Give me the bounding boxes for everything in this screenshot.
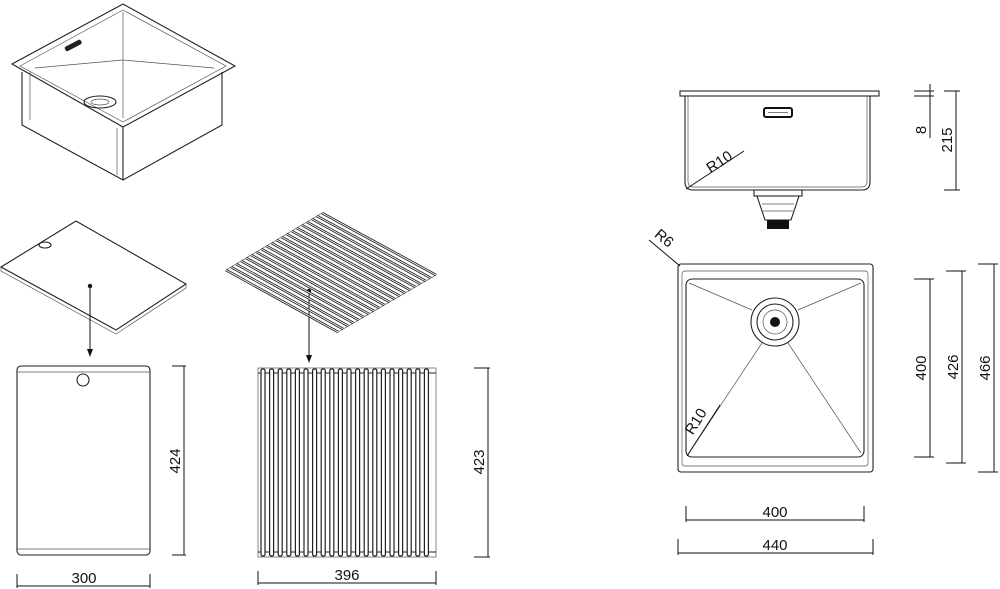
roll-mat-front: 423 396 — [257, 367, 490, 585]
mat-bar — [303, 368, 309, 557]
mat-bar — [337, 368, 343, 557]
dim-rim-thickness: 8 — [913, 126, 930, 134]
dim-bowl-width: 400 — [762, 504, 787, 521]
dim-inner-length: 426 — [945, 354, 962, 379]
mat-bar — [372, 368, 378, 557]
mat-bar-iso-highlight — [316, 215, 432, 279]
mat-bar — [346, 368, 352, 557]
mat-bar — [406, 368, 412, 557]
dim-mat-width: 396 — [334, 567, 359, 584]
cutting-board-iso — [0, 220, 188, 357]
mat-bar — [286, 368, 292, 557]
mat-bar-iso-highlight — [251, 254, 365, 318]
mat-bar-iso-highlight — [245, 257, 359, 321]
mat-bar-iso-highlight — [256, 251, 370, 315]
mat-bar — [415, 368, 421, 557]
outer-radius-label: R6 — [651, 226, 677, 251]
mat-bar-iso-highlight — [271, 242, 385, 306]
mat-bar-iso-highlight — [230, 266, 344, 330]
mat-bar-iso-highlight — [235, 263, 349, 327]
mat-bar — [260, 368, 266, 557]
cutting-board-front: 424 300 — [16, 365, 186, 588]
overflow-slot-icon — [763, 107, 793, 118]
mat-bar — [320, 368, 326, 557]
mat-bar-iso-highlight — [261, 248, 375, 312]
sink-side-view: R10 8 215 — [679, 84, 960, 229]
mat-bar — [329, 368, 335, 557]
mat-bar — [269, 368, 275, 557]
mat-bar — [294, 368, 300, 557]
mat-bar-iso-highlight — [306, 221, 421, 285]
mat-bar-iso-highlight — [281, 236, 395, 300]
mat-bar — [277, 368, 283, 557]
mat-bar-iso-highlight — [276, 239, 390, 303]
mat-bar-iso-highlight — [286, 233, 401, 297]
mat-bar — [380, 368, 386, 557]
dim-outer-width: 440 — [762, 537, 787, 554]
isometric-sink — [10, 3, 237, 181]
board-hole — [76, 373, 90, 387]
mat-bar — [355, 368, 361, 557]
dim-mat-length: 423 — [471, 449, 488, 474]
dim-outer-length: 466 — [977, 355, 994, 380]
overflow-slot-icon — [64, 39, 82, 52]
mat-bar — [389, 368, 395, 557]
mat-bar — [423, 368, 429, 557]
mat-bar-iso-highlight — [291, 230, 406, 294]
mat-bar-iso-highlight — [240, 260, 354, 324]
mat-bar-iso-highlight — [321, 212, 437, 276]
dim-depth: 215 — [939, 127, 956, 152]
mat-bar-iso-highlight — [296, 227, 411, 291]
mat-bar — [398, 368, 404, 557]
mat-bar-iso-highlight — [311, 218, 426, 282]
mat-bar-iso-highlight — [301, 224, 416, 288]
roll-mat-iso — [225, 211, 437, 363]
dim-bowl-length: 400 — [913, 355, 930, 380]
mat-bar-iso-highlight — [225, 269, 339, 333]
sink-top-view: R6 R10 400 426 466 400 440 — [648, 226, 998, 555]
mat-bar — [363, 368, 369, 557]
mat-bar-iso-highlight — [266, 245, 380, 309]
mat-bar — [312, 368, 318, 557]
side-radius-label: R10 — [703, 148, 735, 177]
dim-board-length: 424 — [167, 448, 184, 473]
dim-board-width: 300 — [71, 570, 96, 587]
drain-icon — [750, 297, 800, 347]
